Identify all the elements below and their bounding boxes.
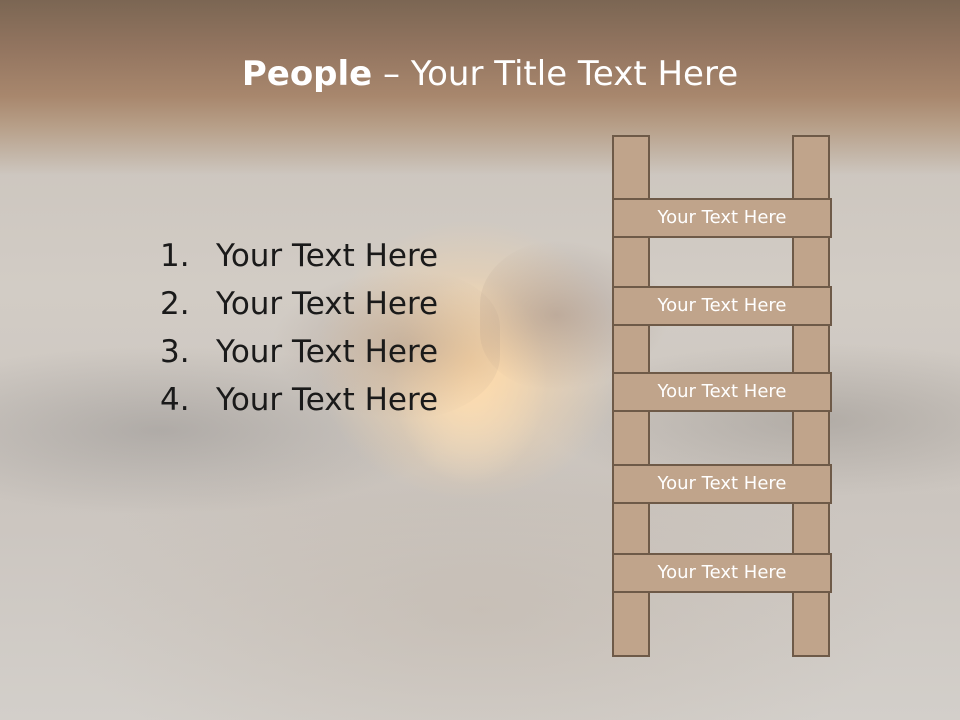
ladder-rung: Your Text Here xyxy=(612,553,832,593)
ladder-rung: Your Text Here xyxy=(612,198,832,238)
ladder-rung: Your Text Here xyxy=(612,464,832,504)
slide-title: People – Your Title Text Here xyxy=(0,50,960,98)
numbered-list: 1. Your Text Here 2. Your Text Here 3. Your… xyxy=(160,232,438,424)
title-bold-part: People xyxy=(241,54,373,94)
left-fist-shape xyxy=(270,270,500,420)
list-item-text: Your Text Here xyxy=(216,286,439,322)
list-item-text: Your Text Here xyxy=(216,334,439,370)
list-item: 1. Your Text Here xyxy=(160,232,438,280)
list-item: 4. Your Text Here xyxy=(160,376,438,424)
list-item-text: Your Text Here xyxy=(216,382,439,418)
list-item-text: Your Text Here xyxy=(216,238,439,274)
ladder-rung: Your Text Here xyxy=(612,286,832,326)
list-item: 2. Your Text Here xyxy=(160,280,438,328)
list-item: 3. Your Text Here xyxy=(160,328,438,376)
list-item-number: 3. xyxy=(160,334,190,370)
list-item-number: 2. xyxy=(160,286,190,322)
list-item-number: 1. xyxy=(160,238,190,274)
ladder-rung: Your Text Here xyxy=(612,372,832,412)
list-item-number: 4. xyxy=(160,382,190,418)
title-rest: Your Title Text Here xyxy=(410,54,739,94)
title-separator: – xyxy=(383,54,411,94)
